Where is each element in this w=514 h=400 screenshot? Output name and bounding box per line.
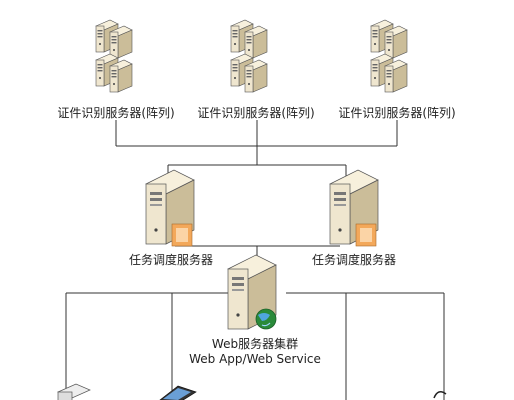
recognition-array-3 xyxy=(370,19,408,93)
web-cluster-sublabel: Web App/Web Service xyxy=(189,352,321,366)
folder-icon xyxy=(171,223,193,247)
recognition-array-1 xyxy=(95,19,133,93)
recognition-label-1: 证件识别服务器(阵列) xyxy=(57,106,175,120)
globe-icon xyxy=(255,308,277,330)
recognition-label-2: 证件识别服务器(阵列) xyxy=(197,106,315,120)
web-cluster-label: Web服务器集群 xyxy=(211,337,299,351)
client-device xyxy=(433,391,447,399)
client-printer xyxy=(57,383,91,400)
dispatch-server-1 xyxy=(145,169,195,247)
dispatch-label-1: 任务调度服务器 xyxy=(128,253,214,267)
folder-icon xyxy=(355,223,377,247)
web-server xyxy=(227,254,277,330)
dispatch-server-2 xyxy=(329,169,379,247)
recognition-label-3: 证件识别服务器(阵列) xyxy=(338,106,456,120)
dispatch-label-2: 任务调度服务器 xyxy=(311,253,397,267)
client-laptop xyxy=(159,385,197,400)
connection-lines xyxy=(65,120,445,400)
recognition-array-2 xyxy=(230,19,268,93)
